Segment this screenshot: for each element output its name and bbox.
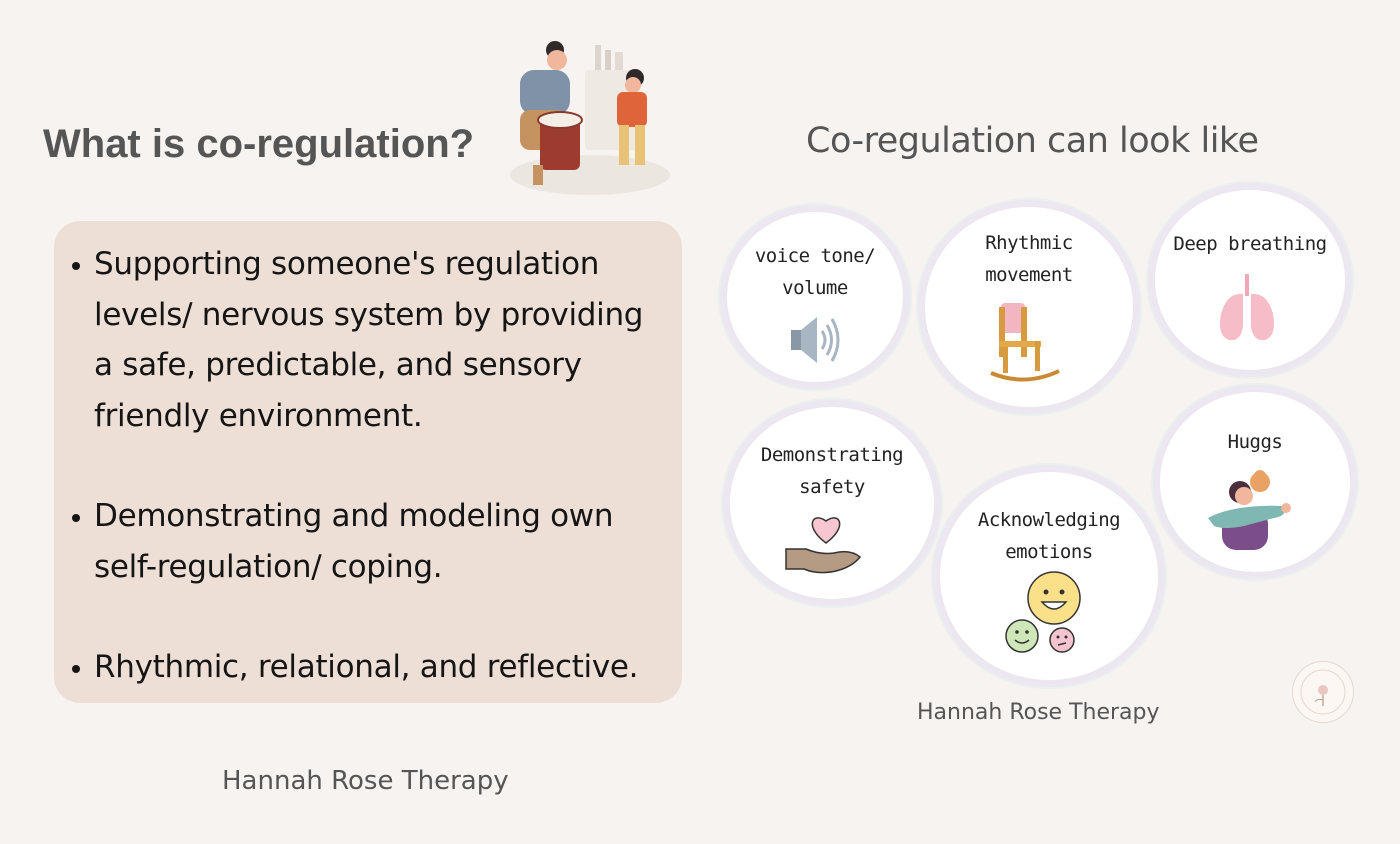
bubble-deep-breathing: Deep breathing	[1155, 190, 1345, 370]
bubble-label: Deep breathing	[1173, 233, 1327, 255]
smiley-faces-icon	[1005, 571, 1081, 653]
bubble-label: Acknowledging	[977, 509, 1121, 531]
page-title: What is co-regulation?	[43, 122, 475, 166]
list-item: Rhythmic, relational, and reflective.	[72, 642, 662, 693]
bubble-hugs: Huggs	[1160, 392, 1350, 572]
bubble-label: Demonstrating	[760, 444, 904, 466]
list-item: Demonstrating and modeling own self-regu…	[72, 491, 662, 592]
bubble-label: safety	[799, 476, 865, 498]
parent-child-drumming-illustration	[505, 30, 675, 200]
hug-icon	[1208, 470, 1291, 550]
bubble-acknowledging-emotions: Acknowledging emotions	[940, 472, 1158, 680]
bubble-label: Rhythmic	[985, 232, 1073, 254]
right-footer-brand: Hannah Rose Therapy	[917, 700, 1160, 725]
bubble-label: movement	[985, 264, 1073, 286]
list-item: Supporting someone's regulation levels/ …	[72, 239, 662, 441]
definition-list: Supporting someone's regulation levels/ …	[54, 221, 682, 693]
bubble-label: volume	[782, 277, 848, 299]
brand-logo	[1292, 661, 1354, 723]
left-footer-brand: Hannah Rose Therapy	[222, 766, 509, 796]
section-title: Co-regulation can look like	[806, 121, 1259, 161]
heart-in-hand-icon	[785, 517, 862, 574]
lungs-icon	[1220, 274, 1274, 341]
bubble-label: voice tone/	[754, 245, 876, 267]
speaker-icon	[791, 317, 840, 363]
bubble-voice-tone: voice tone/ volume	[727, 212, 903, 382]
bubble-demonstrating-safety: Demonstrating safety	[730, 407, 934, 599]
definition-card: Supporting someone's regulation levels/ …	[54, 221, 682, 703]
rocking-chair-icon	[990, 303, 1060, 382]
bubble-rhythmic-movement: Rhythmic movement	[925, 207, 1133, 407]
bubble-label: Huggs	[1227, 431, 1283, 453]
bubble-label: emotions	[1005, 541, 1093, 563]
